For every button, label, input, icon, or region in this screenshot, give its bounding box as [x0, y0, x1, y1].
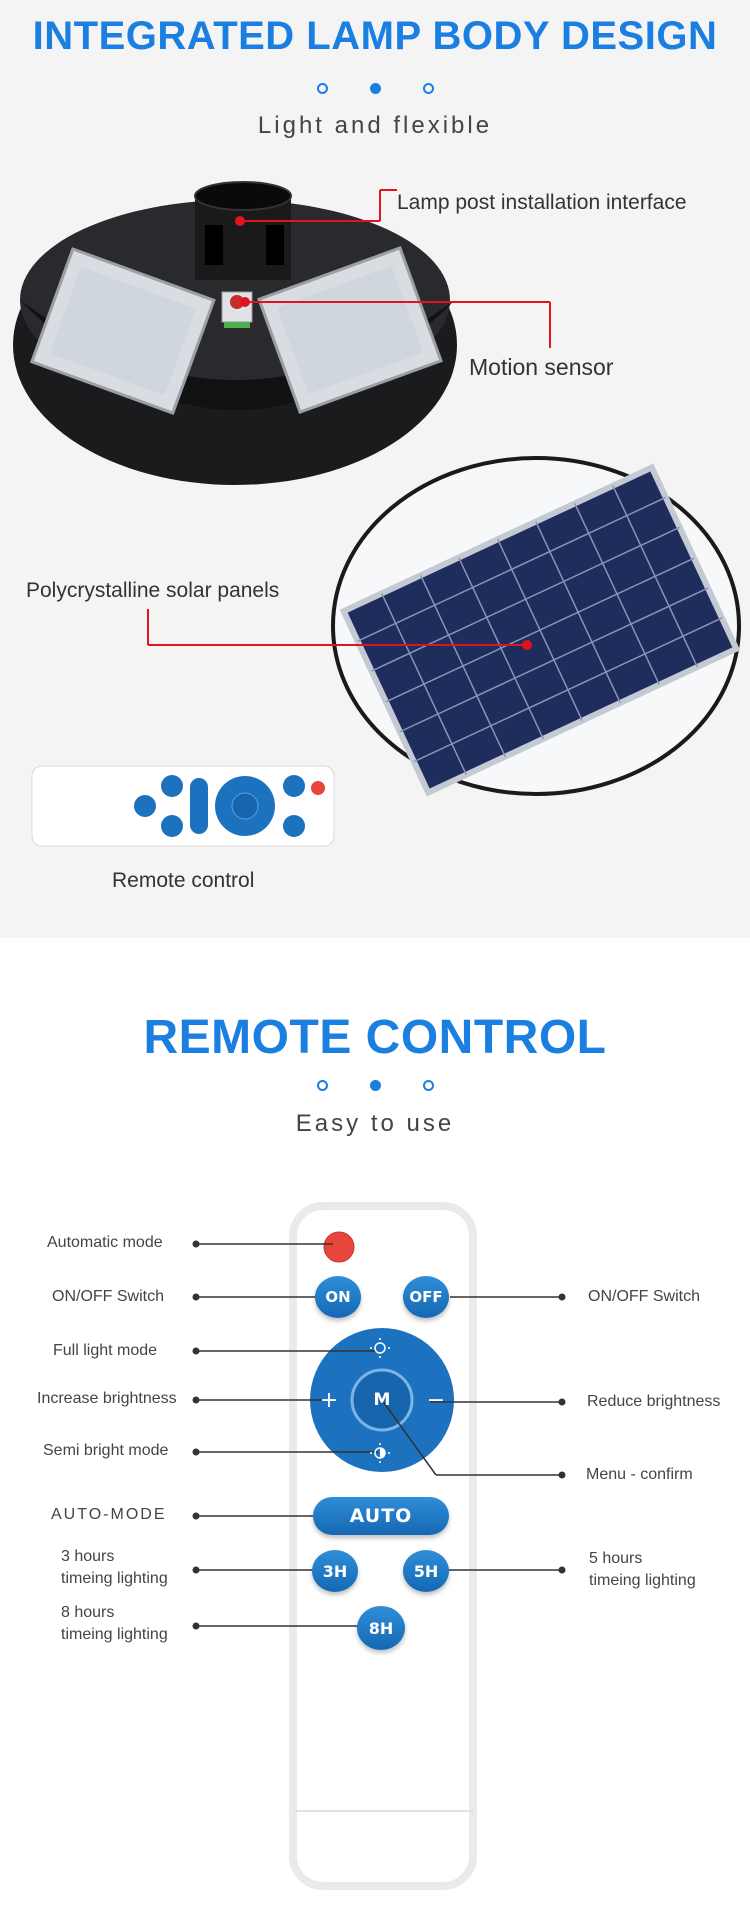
- remote-illustration: [192, 1202, 566, 1890]
- label-reduce-brightness: Reduce brightness: [587, 1393, 721, 1410]
- label-auto-mode: AUTO-MODE: [51, 1506, 167, 1523]
- label-semi-bright: Semi bright mode: [43, 1442, 169, 1459]
- label-onoff-right: ON/OFF Switch: [588, 1288, 701, 1305]
- label-remote-control: Remote control: [112, 869, 255, 892]
- label-5h-line2: timeing lighting: [589, 1572, 696, 1589]
- dot: [422, 1080, 434, 1091]
- dot-active: [369, 1080, 381, 1091]
- dot: [422, 83, 434, 94]
- label-increase-brightness: Increase brightness: [37, 1390, 177, 1407]
- label-8h-line2: timeing lighting: [61, 1626, 168, 1643]
- dot: [316, 1080, 328, 1091]
- label-full-light: Full light mode: [53, 1342, 158, 1359]
- remote-control-section: REMOTE CONTROL Easy to use: [0, 938, 750, 1929]
- lamp-illustration: [13, 181, 741, 847]
- label-3h-line1: 3 hours: [61, 1548, 115, 1565]
- label-automatic-mode: Automatic mode: [47, 1234, 163, 1251]
- 3h-button[interactable]: 3H: [312, 1550, 358, 1592]
- auto-button[interactable]: AUTO: [313, 1497, 449, 1535]
- label-5h-line1: 5 hours: [589, 1550, 643, 1567]
- 8h-button[interactable]: 8H: [357, 1606, 405, 1650]
- pagination-dots: [0, 1080, 750, 1091]
- menu-confirm-button[interactable]: M: [373, 1390, 391, 1410]
- section-title: REMOTE CONTROL: [143, 1011, 607, 1064]
- label-lamp-post: Lamp post installation interface: [397, 191, 687, 214]
- label-motion-sensor: Motion sensor: [469, 354, 614, 380]
- off-button[interactable]: OFF: [403, 1276, 449, 1318]
- section-subtitle: Easy to use: [295, 1110, 455, 1137]
- 5h-button[interactable]: 5H: [403, 1550, 449, 1592]
- increase-brightness-button[interactable]: +: [319, 1387, 339, 1413]
- pagination-dots: [0, 83, 750, 94]
- label-onoff-left: ON/OFF Switch: [52, 1288, 165, 1305]
- label-solar-panels: Polycrystalline solar panels: [26, 579, 280, 602]
- label-menu-confirm: Menu - confirm: [586, 1466, 693, 1483]
- full-light-icon: [370, 1338, 390, 1358]
- on-button[interactable]: ON: [315, 1276, 361, 1318]
- lamp-design-section: INTEGRATED LAMP BODY DESIGN Light and fl…: [0, 0, 750, 938]
- label-3h-line2: timeing lighting: [61, 1570, 168, 1587]
- reduce-brightness-button[interactable]: −: [426, 1387, 446, 1413]
- dot: [316, 83, 328, 94]
- label-8h-line1: 8 hours: [61, 1604, 115, 1621]
- section-title: INTEGRATED LAMP BODY DESIGN: [32, 14, 718, 58]
- section-subtitle: Light and flexible: [257, 112, 493, 139]
- dot-active: [369, 83, 381, 94]
